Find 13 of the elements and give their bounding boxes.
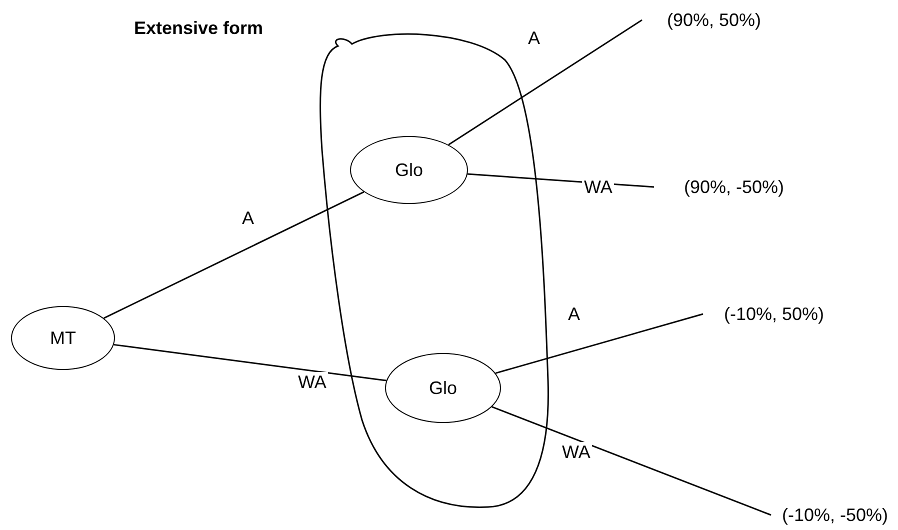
payoff-text: (90%, 50%) xyxy=(644,8,784,32)
tree-branch xyxy=(104,191,364,319)
tree-branch xyxy=(492,406,772,516)
payoff-text: (-10%, -50%) xyxy=(773,503,897,527)
decision-node: MT xyxy=(11,306,115,370)
payoff-text: (-10%, 50%) xyxy=(705,302,843,326)
diagram-title: Extensive form xyxy=(134,18,264,39)
tree-branch xyxy=(448,19,642,146)
tree-branch xyxy=(495,313,704,374)
tree-branch xyxy=(114,344,386,382)
decision-node: Glo xyxy=(385,353,501,423)
payoff-text: (90%, -50%) xyxy=(656,175,812,199)
decision-node: Glo xyxy=(350,136,468,204)
